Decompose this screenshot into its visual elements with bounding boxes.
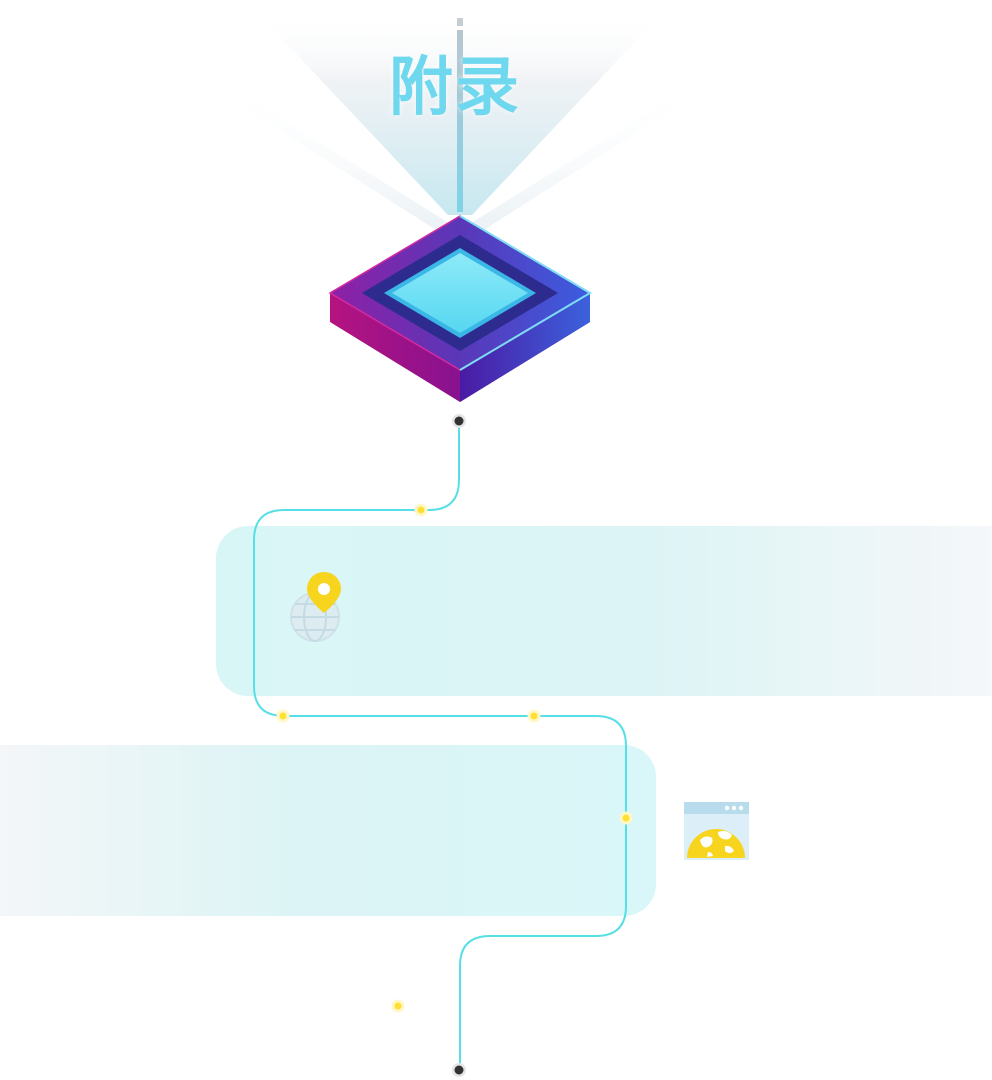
- page-title: 附录: [389, 51, 521, 125]
- timeline-node: [619, 811, 633, 825]
- isometric-chip-icon: [328, 215, 592, 402]
- timeline-node: [391, 999, 405, 1013]
- timeline-start-point: [452, 414, 466, 428]
- content-band-top: [216, 526, 992, 696]
- timeline-node: [414, 503, 428, 517]
- timeline-node: [527, 709, 541, 723]
- timeline-end-point: [452, 1063, 466, 1077]
- content-band-bottom: [0, 745, 656, 916]
- timeline-path: [253, 425, 627, 1068]
- browser-globe-icon: [684, 802, 749, 860]
- timeline-node: [276, 709, 290, 723]
- globe-location-icon: [290, 572, 341, 642]
